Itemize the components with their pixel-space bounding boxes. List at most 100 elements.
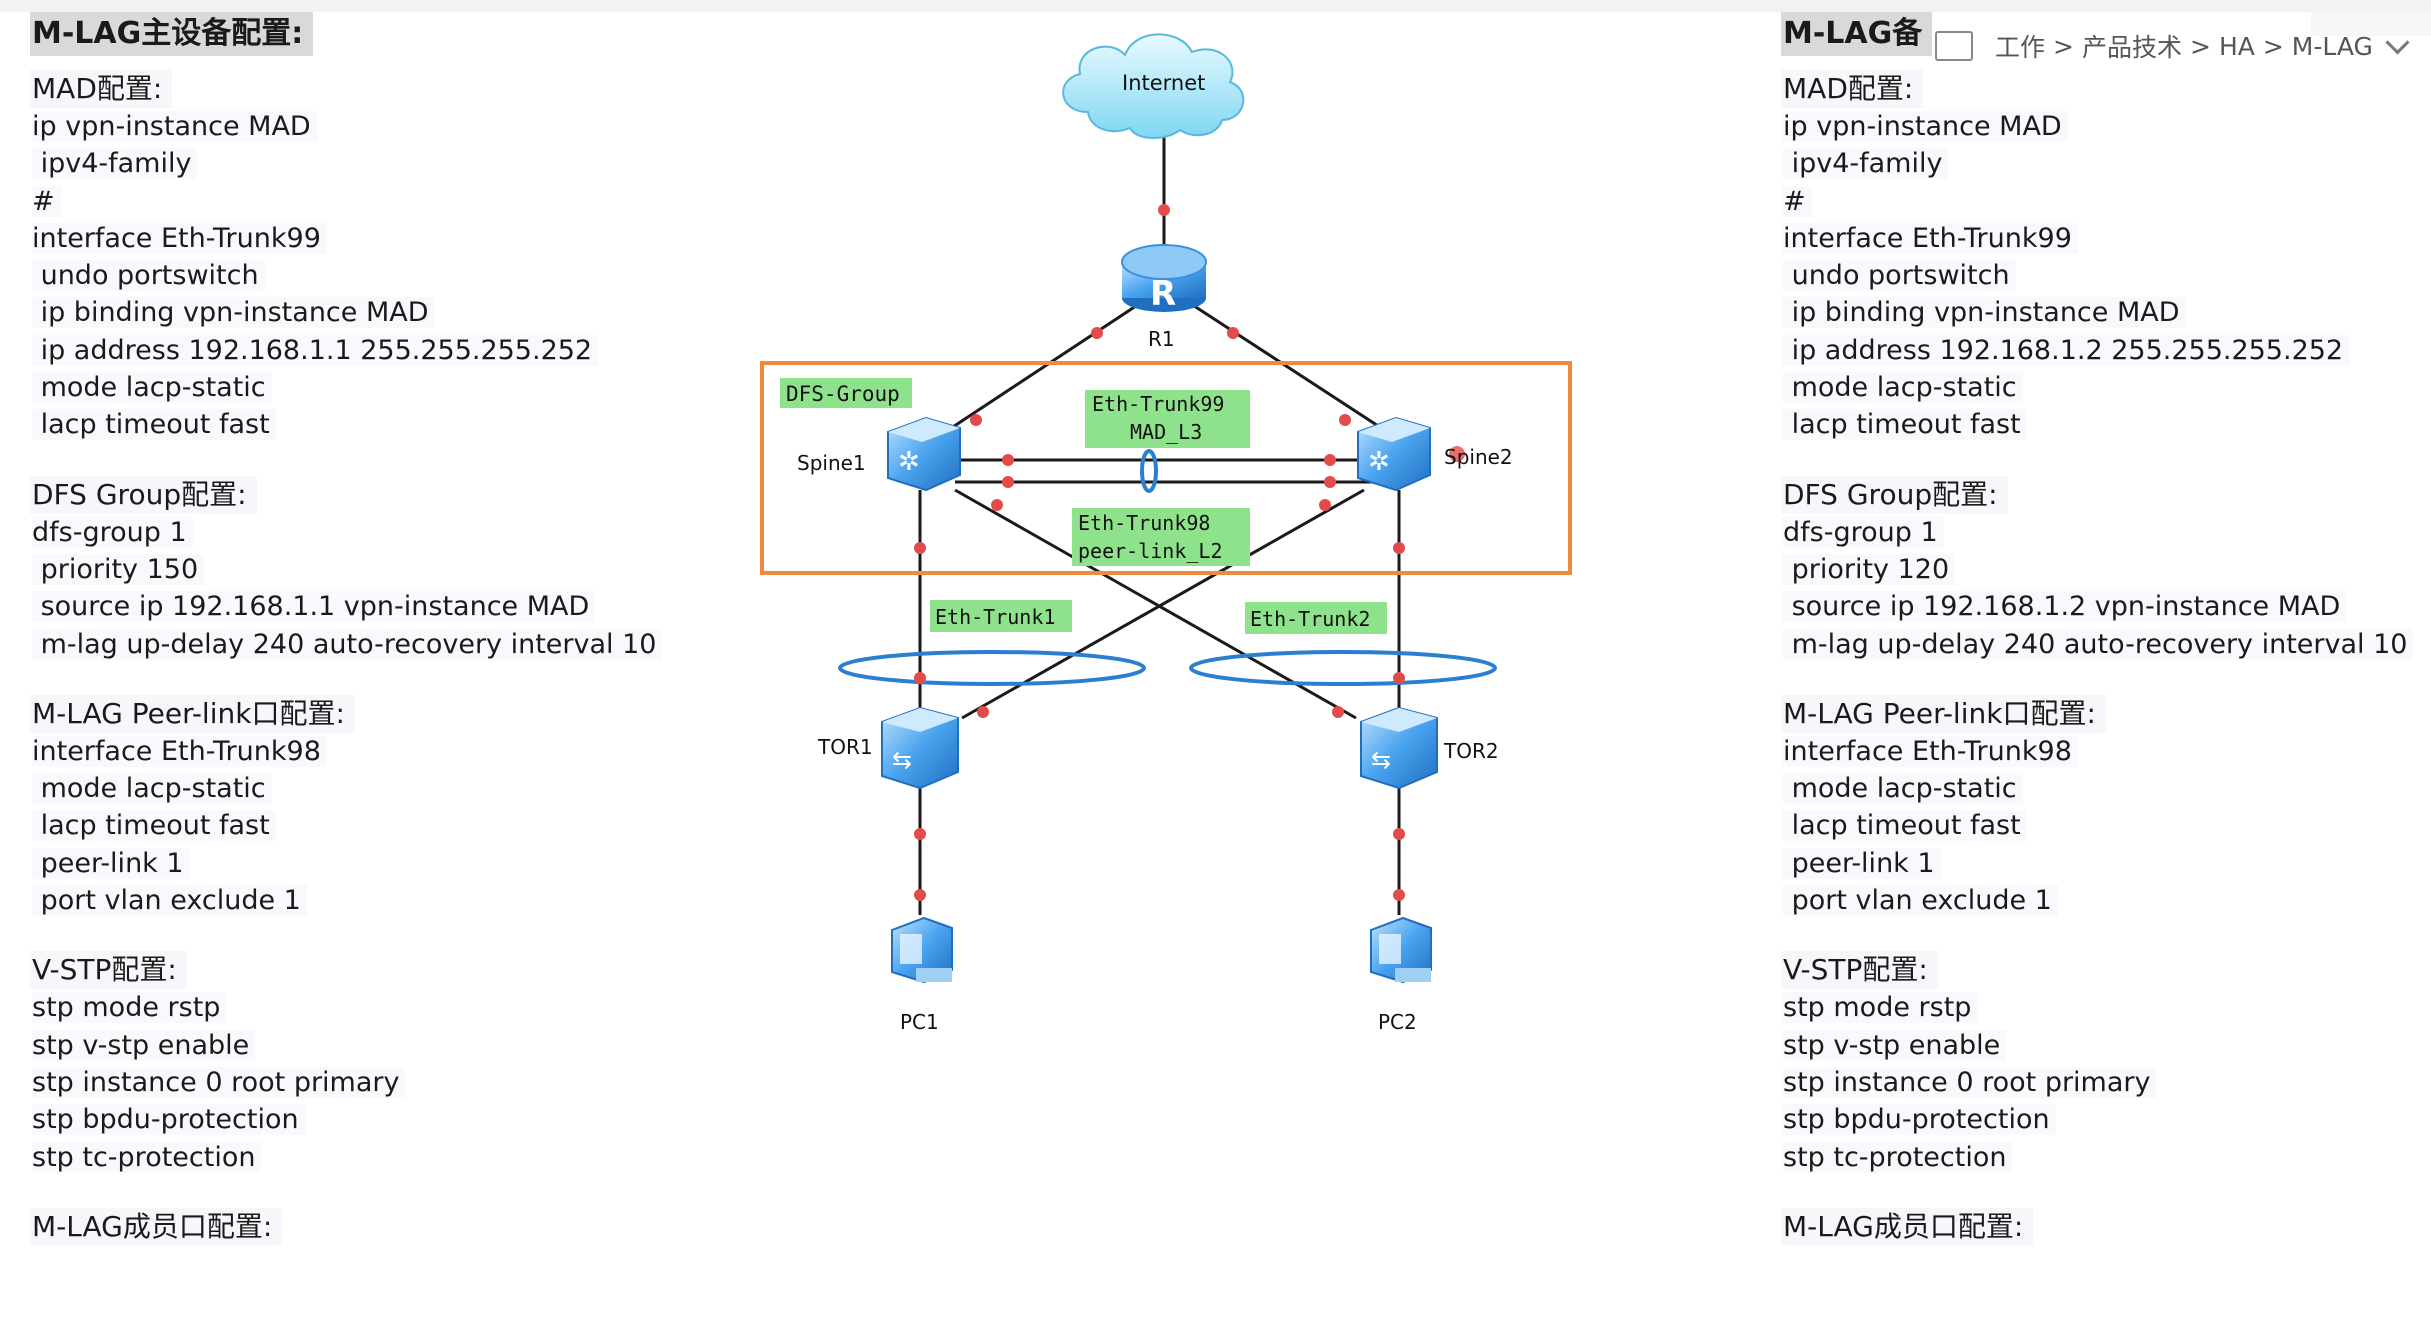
config-line-text: lacp timeout fast xyxy=(1783,810,2027,842)
backup-config-sections: MAD配置:ip vpn-instance MAD ipv4-family#in… xyxy=(1781,56,2414,1246)
breadcrumb-item-product-tech[interactable]: 产品技术 xyxy=(2081,33,2182,62)
breadcrumb-item-ha[interactable]: HA xyxy=(2218,31,2255,61)
config-line: ip address 192.168.1.1 255.255.255.252 xyxy=(32,332,732,369)
breadcrumb-separator: > xyxy=(2053,31,2074,61)
trunk99-label: Eth-Trunk99 xyxy=(1092,392,1224,416)
section-heading: V-STP配置: xyxy=(30,951,187,990)
trunk98-label: Eth-Trunk98 xyxy=(1078,511,1210,535)
trunk98-sub-label: peer-link_L2 xyxy=(1078,539,1223,563)
config-line: interface Eth-Trunk98 xyxy=(32,733,732,770)
primary-config-title: M-LAG主设备配置: xyxy=(30,12,314,56)
primary-section: MAD配置:ip vpn-instance MAD ipv4-family#in… xyxy=(30,56,732,444)
section-heading: MAD配置: xyxy=(30,70,173,108)
pc1[interactable]: PC1 xyxy=(891,916,953,1034)
config-line: stp bpdu-protection xyxy=(32,1101,732,1138)
config-line-text: interface Eth-Trunk99 xyxy=(32,222,327,254)
spine2-switch[interactable]: ✲ Spine2 xyxy=(1357,416,1513,492)
config-line: interface Eth-Trunk99 xyxy=(32,220,732,257)
peer-link-bundle-icon xyxy=(1140,449,1158,493)
primary-config-panel: M-LAG主设备配置: MAD配置:ip vpn-instance MAD ip… xyxy=(30,12,732,1246)
section-heading: M-LAG Peer-link口配置: xyxy=(30,694,355,733)
config-line-text: undo portswitch xyxy=(1783,260,2016,292)
config-line-text: undo portswitch xyxy=(32,260,265,292)
section-heading: DFS Group配置: xyxy=(30,475,257,514)
links xyxy=(917,135,1416,915)
breadcrumb[interactable]: 工作 > 产品技术 > HA > M-LAG xyxy=(1935,26,2410,66)
pc2[interactable]: PC2 xyxy=(1370,916,1432,1034)
config-line: dfs-group 1 xyxy=(1783,514,2403,551)
dfs-group-label-bg xyxy=(780,378,912,408)
config-line: # xyxy=(1783,183,2403,220)
config-line-text: ipv4-family xyxy=(32,148,198,180)
config-line-text: ip binding vpn-instance MAD xyxy=(1783,297,2186,329)
config-line: lacp timeout fast xyxy=(1783,807,2403,844)
tor2-label: TOR2 xyxy=(1443,739,1499,763)
config-line: peer-link 1 xyxy=(1783,845,2403,882)
config-line-text: stp mode rstp xyxy=(32,992,227,1024)
tor1-label: TOR1 xyxy=(817,735,873,759)
config-line-text: peer-link 1 xyxy=(32,847,190,879)
config-line-text: source ip 192.168.1.2 vpn-instance MAD xyxy=(1783,591,2347,623)
internet-label: Internet xyxy=(1122,71,1205,95)
config-line-text: stp mode rstp xyxy=(1783,992,1978,1024)
config-line-text: dfs-group 1 xyxy=(1783,516,1944,548)
trunk1-label-bg xyxy=(930,600,1072,632)
switch-icon: ⇆ xyxy=(892,746,912,774)
config-line-text: port vlan exclude 1 xyxy=(1783,885,2058,917)
backup-section: MAD配置:ip vpn-instance MAD ipv4-family#in… xyxy=(1781,56,2403,444)
breadcrumb-item-mlag[interactable]: M-LAG xyxy=(2291,31,2373,61)
config-line: port vlan exclude 1 xyxy=(32,882,732,919)
window-toggle-icon[interactable] xyxy=(1935,31,1973,61)
config-line: ip address 192.168.1.2 255.255.255.252 xyxy=(1783,332,2403,369)
config-line: mode lacp-static xyxy=(32,770,732,807)
config-line: ipv4-family xyxy=(32,145,732,182)
dfs-group-box xyxy=(760,361,1572,575)
primary-config-sections: MAD配置:ip vpn-instance MAD ipv4-family#in… xyxy=(30,56,732,1246)
config-line-text: mode lacp-static xyxy=(1783,372,2023,404)
pc2-label: PC2 xyxy=(1378,1010,1417,1034)
config-line-text: peer-link 1 xyxy=(1783,847,1941,879)
router-r1[interactable]: R R1 xyxy=(1121,244,1207,351)
config-line-text: stp instance 0 root primary xyxy=(1783,1066,2157,1098)
backup-section: DFS Group配置:dfs-group 1 priority 120 sou… xyxy=(1781,444,2414,663)
config-line: stp tc-protection xyxy=(32,1139,732,1176)
backup-section: M-LAG Peer-link口配置:interface Eth-Trunk98… xyxy=(1781,663,2403,919)
breadcrumb-item-work[interactable]: 工作 xyxy=(1995,33,2046,62)
config-line: stp mode rstp xyxy=(1783,989,2403,1026)
trunk2-label: Eth-Trunk2 xyxy=(1250,607,1370,631)
section-heading: M-LAG成员口配置: xyxy=(30,1207,283,1246)
tor2-switch[interactable]: ⇆ TOR2 xyxy=(1360,706,1499,790)
dfs-group-label: DFS-Group xyxy=(786,382,900,406)
spine1-switch[interactable]: ✲ Spine1 xyxy=(797,416,961,492)
config-line-text: mode lacp-static xyxy=(1783,773,2023,805)
config-line: stp instance 0 root primary xyxy=(32,1064,732,1101)
backup-config-panel: M-LAG备 MAD配置:ip vpn-instance MAD ipv4-fa… xyxy=(1781,12,2414,1246)
pc1-label: PC1 xyxy=(900,1010,939,1034)
config-line: interface Eth-Trunk99 xyxy=(1783,220,2403,257)
config-line: stp instance 0 root primary xyxy=(1783,1064,2403,1101)
topology-diagram: DFS-Group Eth-Trunk99 MAD_L3 Eth-Trunk98… xyxy=(760,33,1572,1034)
chevron-down-icon[interactable] xyxy=(2385,29,2410,55)
section-heading: M-LAG成员口配置: xyxy=(1781,1207,2034,1246)
config-line: stp tc-protection xyxy=(1783,1139,2403,1176)
config-line: stp v-stp enable xyxy=(1783,1027,2403,1064)
config-line-text: stp bpdu-protection xyxy=(1783,1104,2056,1136)
config-line-text: lacp timeout fast xyxy=(32,409,276,441)
config-line: stp mode rstp xyxy=(32,989,732,1026)
config-line: priority 150 xyxy=(32,551,732,588)
config-line-text: # xyxy=(1783,185,1812,217)
trunk2-label-bg xyxy=(1245,602,1387,634)
breadcrumb-separator: > xyxy=(2189,31,2211,61)
tor1-switch[interactable]: ⇆ TOR1 xyxy=(817,706,959,790)
config-line: lacp timeout fast xyxy=(32,406,732,443)
switch-icon: ✲ xyxy=(898,447,920,477)
primary-section: DFS Group配置:dfs-group 1 priority 150 sou… xyxy=(30,444,732,663)
section-heading: V-STP配置: xyxy=(1781,951,1938,990)
watermark xyxy=(2311,0,2431,36)
config-line: lacp timeout fast xyxy=(1783,406,2403,443)
config-line-text: stp v-stp enable xyxy=(32,1029,256,1061)
router-label: R1 xyxy=(1148,327,1175,351)
config-line-text: stp bpdu-protection xyxy=(32,1104,305,1136)
spine2-label: Spine2 xyxy=(1444,445,1513,469)
